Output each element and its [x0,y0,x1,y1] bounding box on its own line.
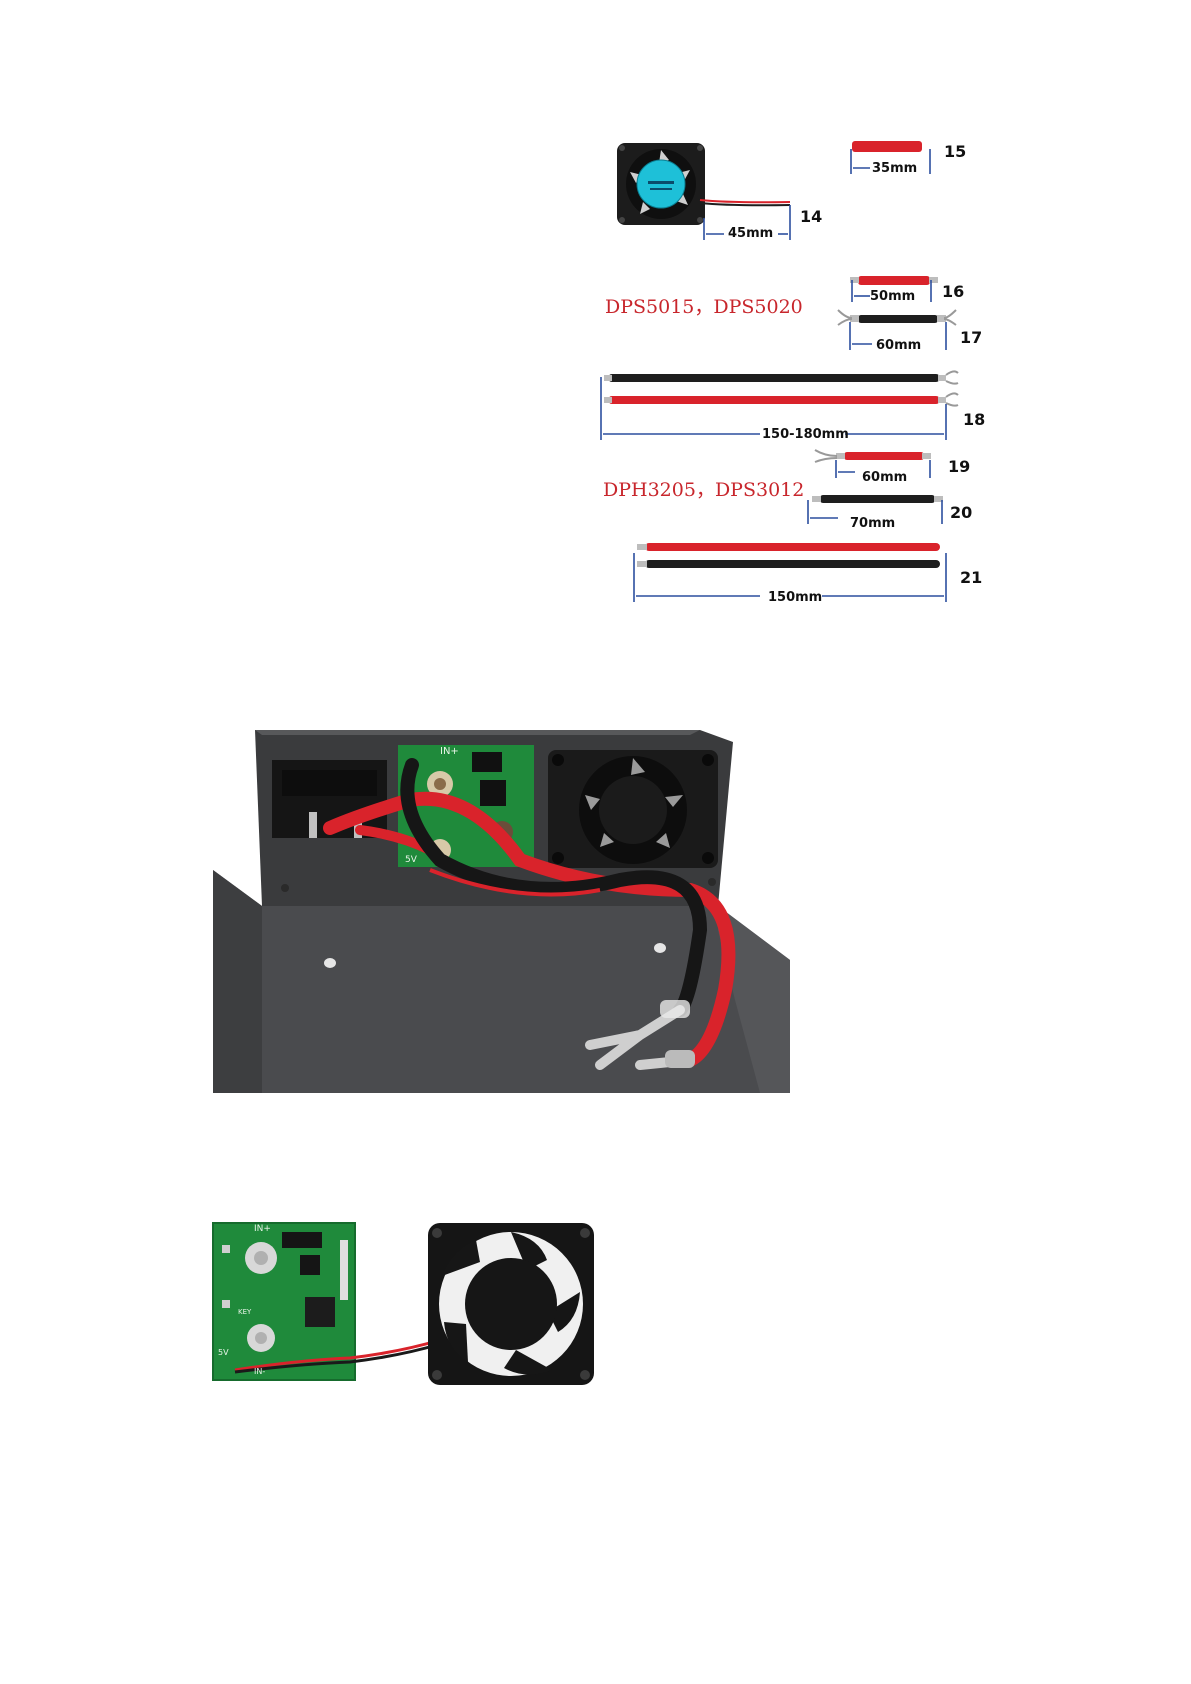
dimension-label-14: 45mm [728,226,773,241]
fan-14-image [617,143,705,225]
pcb-label-5v: 5V [405,855,417,865]
part-number-14: 14 [800,207,822,226]
part-number-19: 19 [948,457,970,476]
wire-17-image [858,315,938,323]
part-number-21: 21 [960,568,982,587]
dimension-label-20: 70mm [850,516,895,531]
part-number-18: 18 [963,410,985,429]
dimension-label-18: 150-180mm [762,427,849,442]
dimension-label-19: 60mm [862,470,907,485]
dimension-label-16: 50mm [870,289,915,304]
pcb-fan-photo [213,1223,594,1385]
pcb-label-key: KEY [238,1308,251,1316]
wire-18-image [604,371,958,405]
part-number-15: 15 [944,142,966,161]
wire-21-image [637,543,940,568]
model-label-group-b: DPH3205，DPS3012 [603,475,804,502]
dimension-label-15: 35mm [872,161,917,176]
wire-19-image [844,452,924,460]
pcb-label-in-plus-small: IN+ [254,1224,271,1234]
enclosure-photo [213,713,790,1093]
dimension-label-17: 60mm [876,338,921,353]
part-number-20: 20 [950,503,972,522]
pcb-label-5v-small: 5V [218,1348,229,1357]
pcb-label-in-plus: IN+ [440,746,459,757]
part-number-17: 17 [960,328,982,347]
wire-15-image [852,141,922,152]
wire-16-image [858,276,930,285]
pcb-label-in-minus: IN- [254,1367,265,1376]
wire-20-image [820,495,935,503]
model-label-group-a: DPS5015，DPS5020 [605,292,803,319]
part-number-16: 16 [942,282,964,301]
dimension-label-21: 150mm [768,590,822,605]
